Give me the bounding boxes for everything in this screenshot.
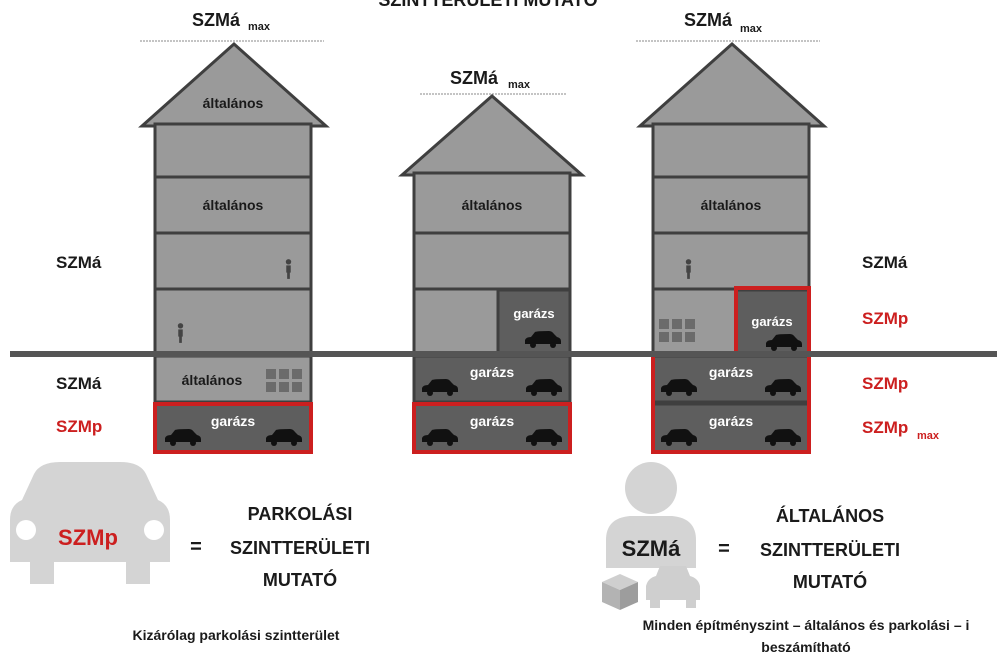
building-3-roof <box>636 41 828 128</box>
legend-parking: SZMp = PARKOLÁSI SZINTTERÜLETI MUTATÓ Ki… <box>10 462 370 643</box>
building-1-garage-label: garázs <box>211 413 256 429</box>
legend-general-equals: = <box>718 538 730 560</box>
legend-general: SZMá = ÁLTALÁNOS SZINTTERÜLETI MUTATÓ Mi… <box>602 462 969 655</box>
building-2-roof <box>398 94 586 177</box>
building-2-top-label: SZMá <box>450 68 499 88</box>
building-1-floor-label: általános <box>203 197 264 213</box>
left-label-upper: SZMá <box>56 253 102 272</box>
building-3-upper-garage-label: garázs <box>751 314 792 329</box>
legend-general-line-3: MUTATÓ <box>793 571 867 592</box>
building-2-floor-label: általános <box>462 197 523 213</box>
small-car-icon <box>646 566 700 608</box>
legend-parking-line-2: SZINTTERÜLETI <box>230 538 370 558</box>
legend-general-abbr: SZMá <box>622 536 681 561</box>
ground-line <box>10 351 997 357</box>
legend-general-line-1: ÁLTALÁNOS <box>776 505 884 526</box>
legend-parking-line-1: PARKOLÁSI <box>248 503 353 524</box>
building-2-upper-garage-label: garázs <box>513 306 554 321</box>
building-2: SZMá max általános garázs garázs garázs <box>398 68 586 454</box>
right-label-upper: SZMá <box>862 253 908 272</box>
diagram-title: SZINTTERÜLETI MUTATÓ <box>378 0 597 10</box>
building-1-ground-label: általános <box>182 372 243 388</box>
car-silhouette-icon <box>10 462 170 584</box>
legend-parking-abbr: SZMp <box>58 525 118 550</box>
left-label-ground: SZMá <box>56 374 102 393</box>
legend-general-caption-2: beszámítható <box>761 639 850 655</box>
box-icon <box>602 574 638 610</box>
building-2-ground-garage <box>412 354 572 404</box>
building-1-top-sub: max <box>248 21 271 33</box>
right-label-basement-sub: max <box>917 430 940 442</box>
legend-general-caption-1: Minden építményszint – általános és park… <box>643 617 970 633</box>
person-body-icon <box>606 516 696 568</box>
building-1-roof <box>138 41 330 128</box>
legend-parking-equals: = <box>190 536 202 558</box>
legend-parking-caption: Kizárólag parkolási szintterület <box>133 627 340 643</box>
car-headlight-left-icon <box>16 520 36 540</box>
building-1-basement-garage <box>153 402 313 454</box>
right-label-basement: SZMp <box>862 418 908 437</box>
right-label-ground: SZMp <box>862 374 908 393</box>
building-3-top-sub: max <box>740 23 763 35</box>
building-3: SZMá max általános garázs garázs garázs <box>636 10 828 454</box>
building-3-floor-label: általános <box>701 197 762 213</box>
building-2-basement-garage-label: garázs <box>470 413 515 429</box>
car-headlight-right-icon <box>144 520 164 540</box>
building-1-top-label: SZMá <box>192 10 241 30</box>
building-2-basement-garage <box>412 402 572 454</box>
legend-parking-line-3: MUTATÓ <box>263 569 337 590</box>
building-2-top-sub: max <box>508 79 531 91</box>
building-1-roof-label: általános <box>203 95 264 111</box>
left-label-basement: SZMp <box>56 417 102 436</box>
building-1: SZMá max általános általános általános g… <box>138 10 330 454</box>
legend-general-line-2: SZINTTERÜLETI <box>760 540 900 560</box>
person-head-icon <box>625 462 677 514</box>
building-1-upper-body <box>153 122 313 358</box>
building-3-top-label: SZMá <box>684 10 733 30</box>
building-3-basement-garage-label: garázs <box>709 413 754 429</box>
building-2-ground-garage-label: garázs <box>470 364 515 380</box>
building-3-ground-garage-label: garázs <box>709 364 754 380</box>
right-label-mid: SZMp <box>862 309 908 328</box>
